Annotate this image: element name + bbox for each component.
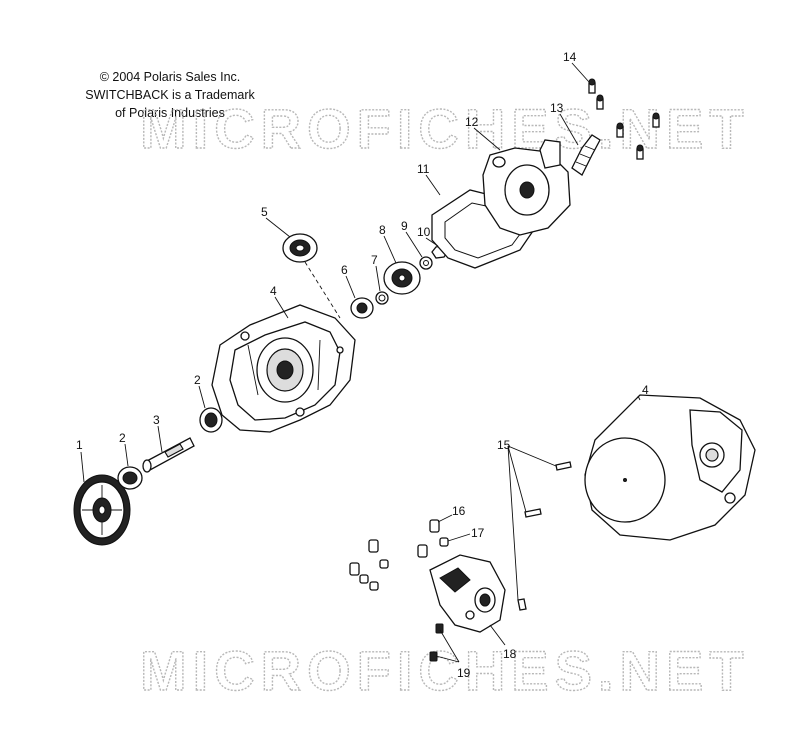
callout-5: 5: [261, 205, 268, 219]
leader-lines: [80, 62, 641, 663]
part-2-bearing-upper: [199, 407, 223, 433]
callout-2-upper: 2: [194, 373, 201, 387]
part-17-fitting: [439, 537, 449, 547]
callout-18: 18: [503, 647, 517, 661]
part-7-ring: [375, 291, 389, 305]
part-1-gear: [73, 474, 131, 546]
callout-12: 12: [465, 115, 479, 129]
copyright-line-2: SWITCHBACK is a Trademark: [85, 88, 255, 102]
copyright-line-1: © 2004 Polaris Sales Inc.: [99, 70, 241, 84]
part-8-impeller: [383, 261, 421, 295]
callout-8: 8: [379, 223, 386, 237]
part-14-bolts: [588, 78, 660, 160]
callout-6: 6: [341, 263, 348, 277]
part-12-pump-cover: [482, 139, 571, 236]
part-13-hose-elbow: [571, 134, 601, 176]
part-15-bolts: [517, 461, 572, 611]
part-5-seal: [282, 233, 318, 263]
part-6-bushing: [350, 297, 374, 319]
callout-17: 17: [471, 526, 485, 540]
callout-1: 1: [76, 438, 83, 452]
callout-13: 13: [550, 101, 564, 115]
watermark-bottom: MICROFICHES.NET: [140, 639, 750, 702]
callout-2-lower: 2: [119, 431, 126, 445]
part-2-bearing-lower: [117, 466, 143, 490]
callout-4-housing: 4: [270, 284, 277, 298]
copyright-line-3: of Polaris Industries: [115, 106, 225, 120]
part-16-dowels: [349, 519, 440, 591]
copyright-notice: © 2004 Polaris Sales Inc. SWITCHBACK is …: [60, 68, 280, 122]
callout-14: 14: [563, 50, 577, 64]
part-4-outer-cover: [584, 394, 756, 541]
callout-19: 19: [457, 666, 471, 680]
callout-16: 16: [452, 504, 466, 518]
callout-15: 15: [497, 438, 511, 452]
part-3-shaft: [142, 437, 195, 473]
callout-3: 3: [153, 413, 160, 427]
callout-11: 11: [417, 162, 430, 176]
callout-10: 10: [417, 225, 431, 239]
part-18-thermostat-housing: [429, 554, 506, 633]
watermark-top: MICROFICHES.NET: [140, 97, 750, 160]
callout-9: 9: [401, 219, 408, 233]
callout-4-cover: 4: [642, 383, 649, 397]
part-4-pump-housing: [211, 304, 356, 433]
callout-7: 7: [371, 253, 378, 267]
part-9-washer: [419, 256, 433, 270]
callout-numbers: 1 2 3 2 4 4 5 6 7 8 9 10 11 12 13 14 15 …: [76, 50, 649, 680]
